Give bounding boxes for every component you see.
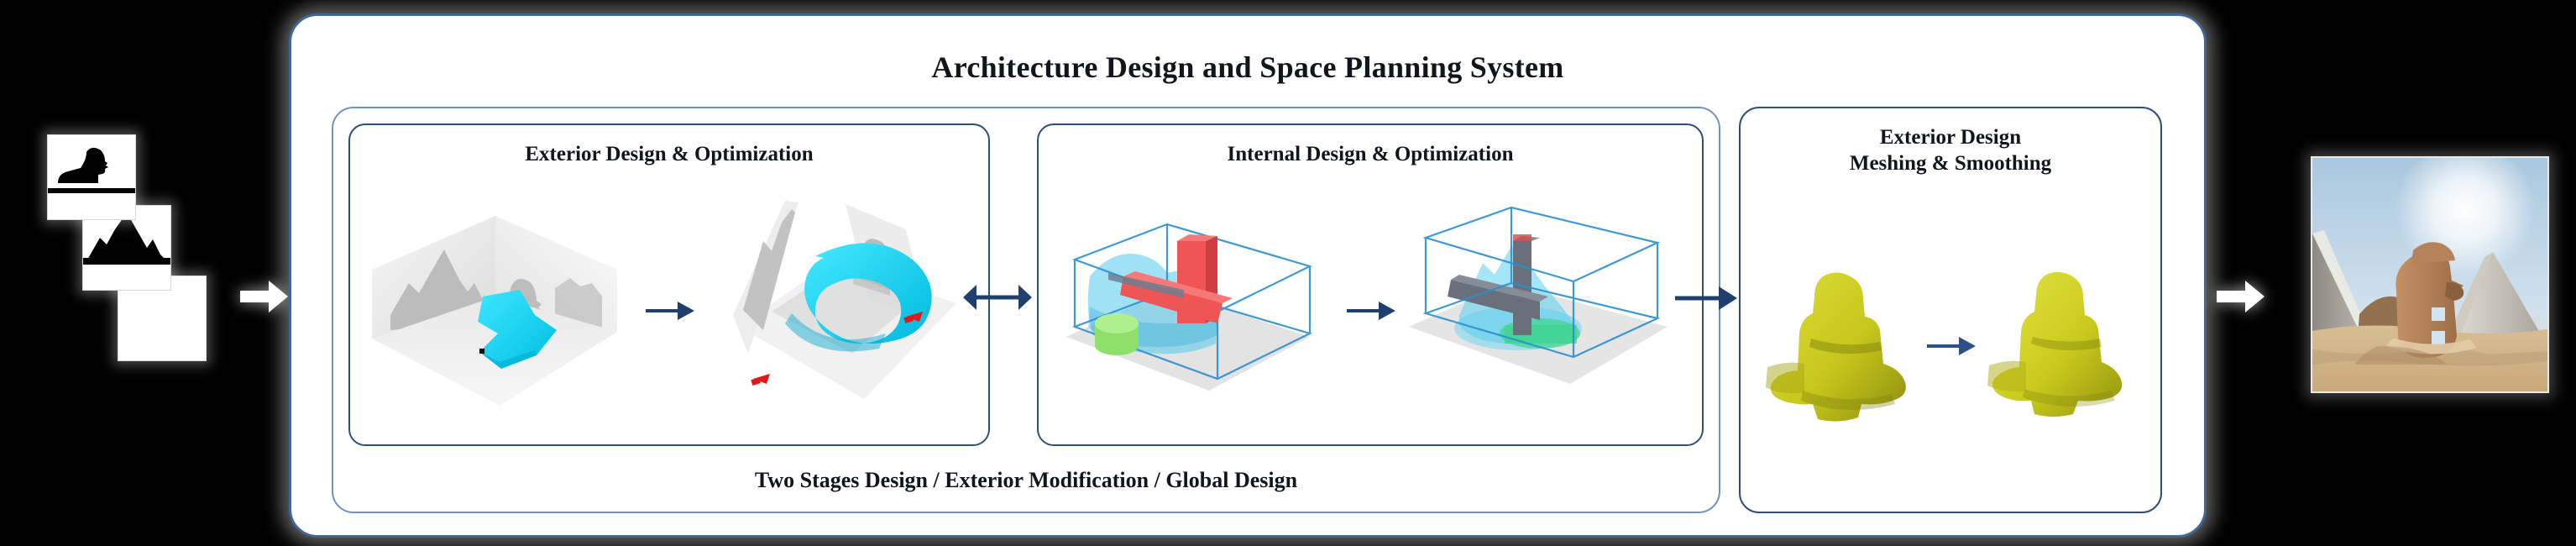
system-title: Architecture Design and Space Planning S… <box>931 50 1564 84</box>
panel-meshing-title-line2: Meshing & Smoothing <box>1849 151 2052 175</box>
panel-exterior-title: Exterior Design & Optimization <box>525 143 814 165</box>
arrow-exterior-to-internal <box>963 281 1032 313</box>
panel-meshing-title: Exterior Design Meshing & Smoothing <box>1741 125 2160 176</box>
input-image-stack <box>34 134 235 386</box>
panel-meshing-body <box>1741 189 2160 503</box>
figure-mesh-rough <box>1761 249 1920 443</box>
figure-internal-structure-wireframe-box <box>1406 189 1683 433</box>
panel-internal-body <box>1039 186 1702 436</box>
two-stage-group: Exterior Design & Optimization <box>332 107 1720 513</box>
output-render <box>2311 156 2549 393</box>
system-frame: Architecture Design and Space Planning S… <box>289 13 2207 538</box>
mountain-silhouette-thumbnail <box>82 205 171 291</box>
figure-voxel-crescent-projection <box>704 189 982 433</box>
group-caption: Two Stages Design / Exterior Modificatio… <box>754 468 1298 492</box>
figure-voxel-silhouette-box <box>357 189 634 433</box>
sphinx-silhouette-thumbnail <box>47 134 136 220</box>
arrow-input-to-system <box>240 277 289 316</box>
figure-mesh-smoothed <box>1981 249 2140 443</box>
panel-meshing-title-line1: Exterior Design <box>1879 126 2022 149</box>
arrow-internal-step <box>1343 294 1397 328</box>
panel-internal-design[interactable]: Internal Design & Optimization <box>1037 123 1704 446</box>
panel-exterior-design[interactable]: Exterior Design & Optimization <box>348 123 990 446</box>
panel-exterior-meshing[interactable]: Exterior Design Meshing & Smoothing <box>1739 107 2162 513</box>
panel-internal-title: Internal Design & Optimization <box>1227 143 1514 165</box>
arrow-exterior-step <box>642 294 696 328</box>
arrow-internal-to-meshing <box>1675 283 1737 313</box>
panel-exterior-body <box>350 186 988 436</box>
arrow-meshing-step <box>1924 329 1977 363</box>
arrow-system-to-output <box>2217 277 2265 316</box>
figure-internal-layout-wireframe-box <box>1058 189 1335 433</box>
